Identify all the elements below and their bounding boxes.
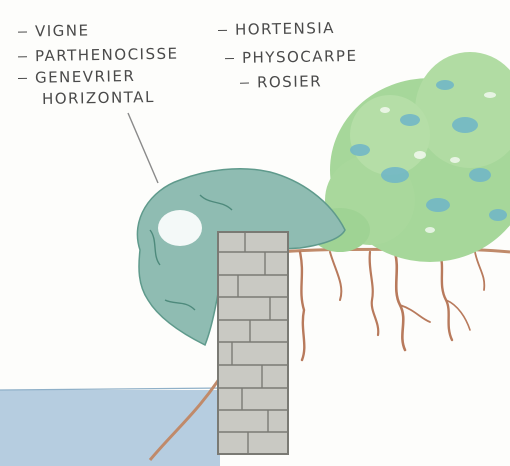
plant-label-horizontal: HORIZONTAL	[42, 90, 155, 107]
plant-label-physocarpe: PHYSOCARPE	[225, 49, 358, 66]
roots	[300, 252, 484, 360]
plant-label-vigne: VIGNE	[18, 23, 90, 39]
water-edge	[0, 388, 225, 390]
water-area	[0, 390, 220, 466]
dash-mark	[18, 56, 27, 58]
dash-mark	[18, 78, 27, 80]
plant-label-hortensia: HORTENSIA	[218, 21, 335, 38]
plant-label-rosier: ROSIER	[240, 74, 322, 90]
stone-wall	[218, 232, 288, 454]
juniper-pointer	[128, 113, 158, 183]
dash-mark	[18, 31, 27, 33]
plant-label-parthenocisse: PARTHENOCISSE	[18, 47, 179, 65]
dash-mark	[225, 58, 234, 60]
plant-label-genevrier: GENEVRIER	[18, 69, 136, 86]
dash-mark	[240, 82, 249, 84]
dash-mark	[218, 30, 227, 32]
